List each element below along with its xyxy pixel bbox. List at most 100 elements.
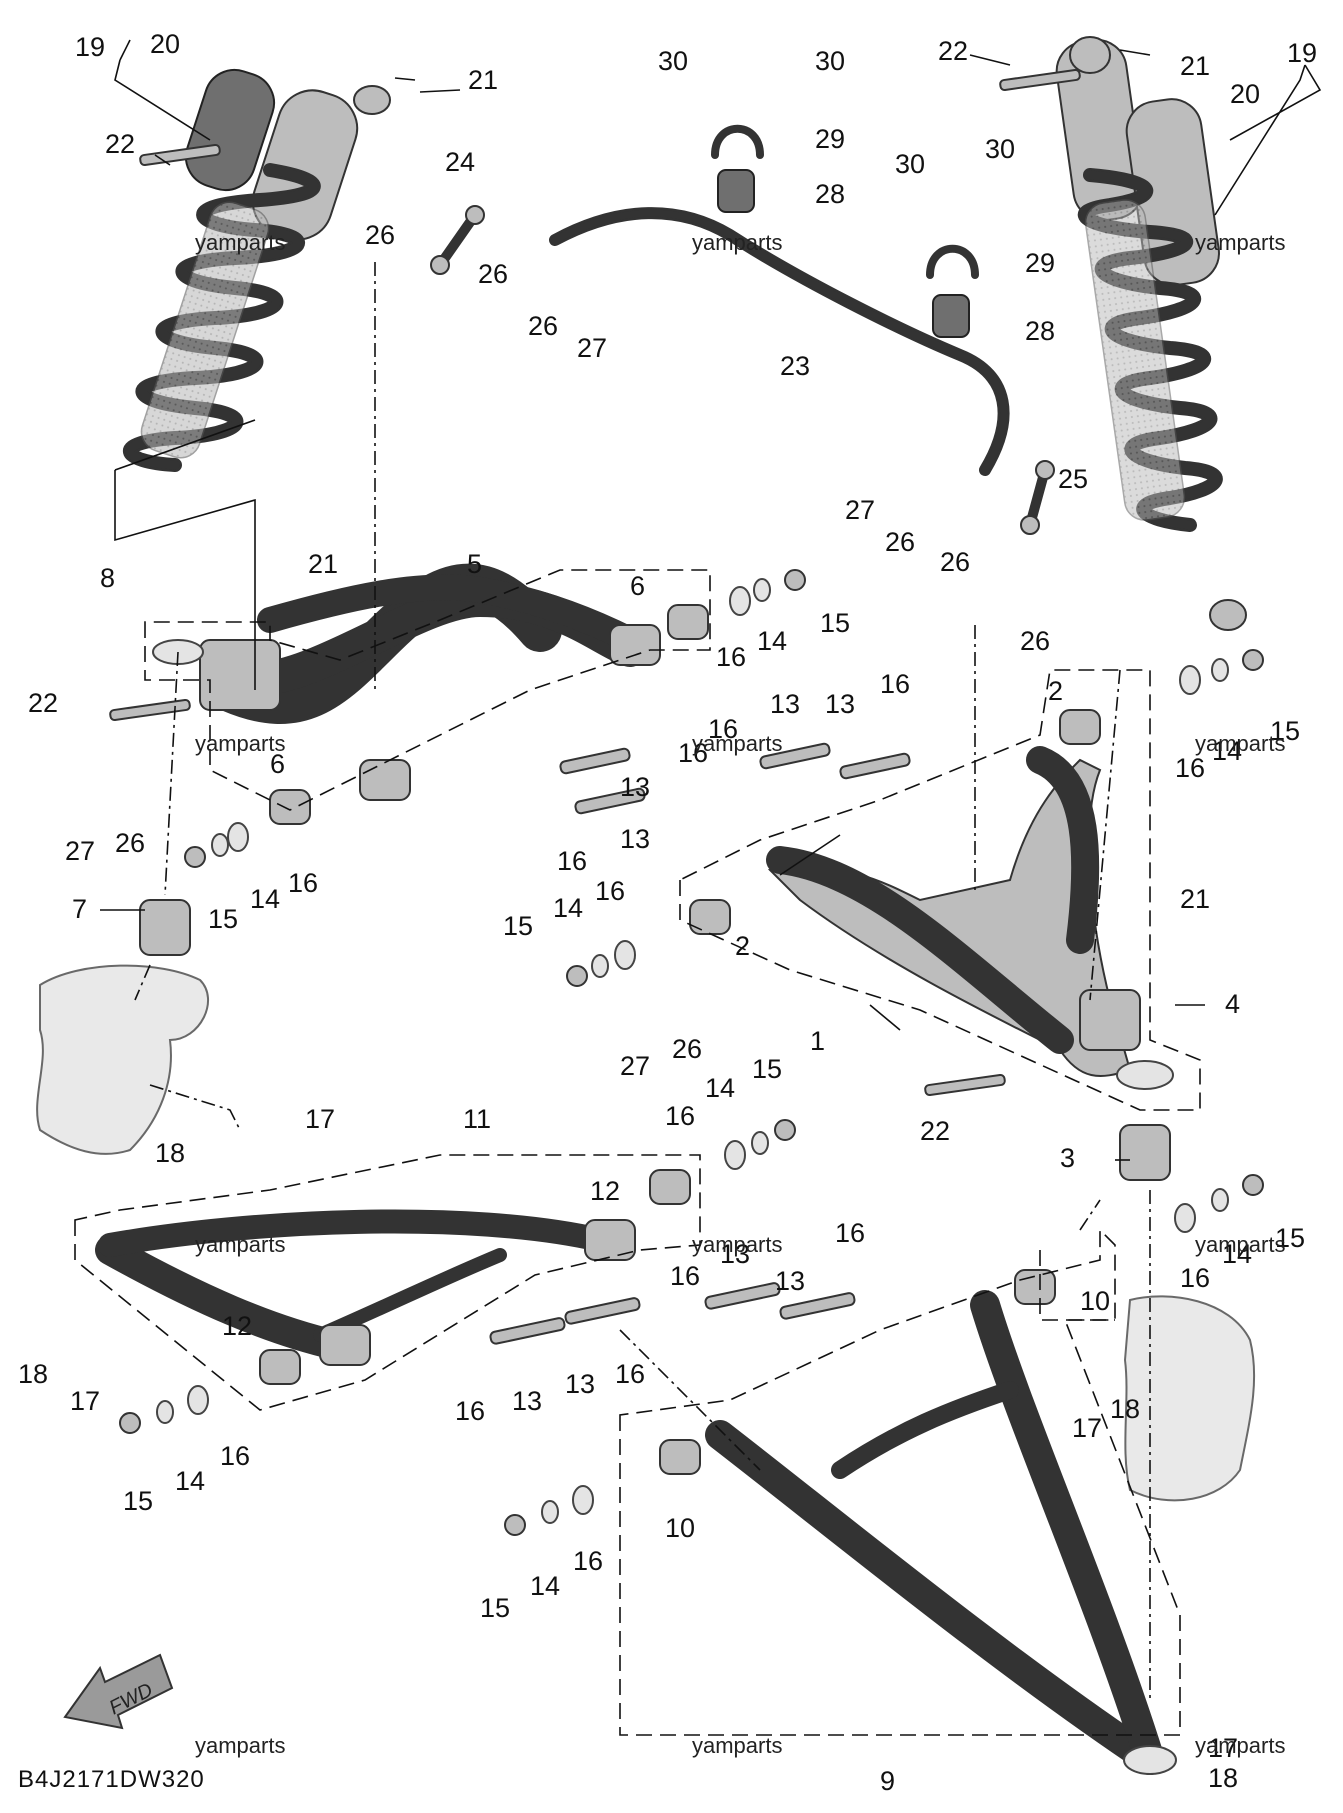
left-knuckle (36, 964, 210, 1155)
callout-18: 18 (18, 1359, 48, 1389)
callout-16: 16 (880, 669, 910, 699)
watermark: yamparts (195, 230, 285, 255)
callout-18: 18 (1208, 1763, 1238, 1793)
callout-13: 13 (720, 1239, 750, 1269)
callout-14: 14 (757, 626, 787, 656)
watermark: yamparts (195, 731, 285, 756)
callout-13: 13 (512, 1386, 542, 1416)
callout-16: 16 (716, 642, 746, 672)
watermark: yamparts (195, 1733, 285, 1758)
watermarks: yamparts yamparts yamparts yamparts yamp… (195, 230, 1285, 1758)
hardware (109, 68, 1264, 1536)
callout-13: 13 (825, 689, 855, 719)
callout-22: 22 (105, 129, 135, 159)
callout-10: 10 (1080, 1286, 1110, 1316)
callout-14: 14 (553, 893, 583, 923)
callout-12: 12 (590, 1176, 620, 1206)
callout-7: 7 (72, 894, 87, 924)
callout-27: 27 (65, 836, 95, 866)
left-shock-absorber (123, 68, 391, 472)
callout-21: 21 (1180, 884, 1210, 914)
callout-1: 1 (810, 1026, 825, 1056)
callout-21: 21 (308, 549, 338, 579)
callout-22: 22 (28, 688, 58, 718)
callout-9: 9 (880, 1766, 895, 1796)
callout-3: 3 (1060, 1143, 1075, 1173)
callout-16: 16 (288, 868, 318, 898)
callout-19-left: 19 (75, 32, 105, 62)
callout-30: 30 (985, 134, 1015, 164)
callout-14: 14 (1222, 1239, 1252, 1269)
routing-lines (134, 262, 1151, 1700)
left-upper-a-arm (95, 1209, 636, 1366)
callout-6: 6 (270, 749, 285, 779)
callout-26: 26 (365, 220, 395, 250)
callout-17: 17 (70, 1386, 100, 1416)
callout-27: 27 (620, 1051, 650, 1081)
callout-6: 6 (630, 571, 645, 601)
callout-12: 12 (222, 1311, 252, 1341)
callout-18: 18 (1110, 1394, 1140, 1424)
callout-17: 17 (305, 1104, 335, 1134)
callout-23: 23 (780, 351, 810, 381)
callout-27: 27 (577, 333, 607, 363)
callout-26: 26 (940, 547, 970, 577)
assembly-boundaries (74, 569, 1201, 1736)
callout-16: 16 (573, 1546, 603, 1576)
forward-arrow: FWD (63, 1653, 174, 1730)
callout-13: 13 (620, 824, 650, 854)
callout-14: 14 (705, 1073, 735, 1103)
callout-22: 22 (938, 36, 968, 66)
callout-16: 16 (557, 846, 587, 876)
right-ball-joint (1119, 1124, 1171, 1181)
watermark: yamparts (195, 1232, 285, 1257)
watermark: yamparts (1195, 731, 1285, 756)
callout-16: 16 (678, 738, 708, 768)
callout-8: 8 (100, 563, 115, 593)
callout-20-left: 20 (150, 29, 180, 59)
callout-14: 14 (250, 884, 280, 914)
callout-15: 15 (480, 1593, 510, 1623)
callout-16: 16 (670, 1261, 700, 1291)
callout-28: 28 (815, 179, 845, 209)
callout-15: 15 (1275, 1223, 1305, 1253)
right-lower-a-arm (705, 1290, 1177, 1775)
callout-29: 29 (1025, 248, 1055, 278)
callout-13: 13 (620, 772, 650, 802)
callout-29: 29 (815, 124, 845, 154)
callout-26: 26 (885, 527, 915, 557)
callout-13: 13 (565, 1369, 595, 1399)
callout-22: 22 (920, 1116, 950, 1146)
right-lower-arm (766, 746, 1174, 1090)
callout-16: 16 (455, 1396, 485, 1426)
callout-14: 14 (175, 1466, 205, 1496)
stabilizer-bar (549, 207, 1010, 476)
leader-lines (100, 39, 1322, 1161)
callout-30: 30 (815, 46, 845, 76)
callout-16: 16 (595, 876, 625, 906)
callout-26: 26 (528, 311, 558, 341)
callout-labels: 19 20 21 22 24 26 26 26 27 30 30 29 28 2… (18, 29, 1317, 1796)
stabilizer-link-rods (430, 205, 1055, 535)
watermark: yamparts (1195, 1733, 1285, 1758)
callout-26: 26 (478, 259, 508, 289)
callout-14: 14 (530, 1571, 560, 1601)
right-knuckle (1123, 1295, 1256, 1502)
callout-11: 11 (463, 1104, 491, 1134)
callout-13: 13 (775, 1266, 805, 1296)
right-shock-absorber (1055, 36, 1247, 631)
callout-16: 16 (220, 1441, 250, 1471)
callout-15: 15 (123, 1486, 153, 1516)
diagram-code: B4J2171DW320 (18, 1766, 205, 1793)
stabilizer-bushings (711, 124, 979, 338)
callout-26: 26 (672, 1034, 702, 1064)
callout-14: 14 (1212, 736, 1242, 766)
callout-24: 24 (445, 147, 475, 177)
callout-16: 16 (615, 1359, 645, 1389)
watermark: yamparts (692, 1733, 782, 1758)
callout-13: 13 (770, 689, 800, 719)
callout-28: 28 (1025, 316, 1055, 346)
callout-21: 21 (468, 65, 498, 95)
watermark: yamparts (1195, 1232, 1285, 1257)
callout-16: 16 (708, 714, 738, 744)
